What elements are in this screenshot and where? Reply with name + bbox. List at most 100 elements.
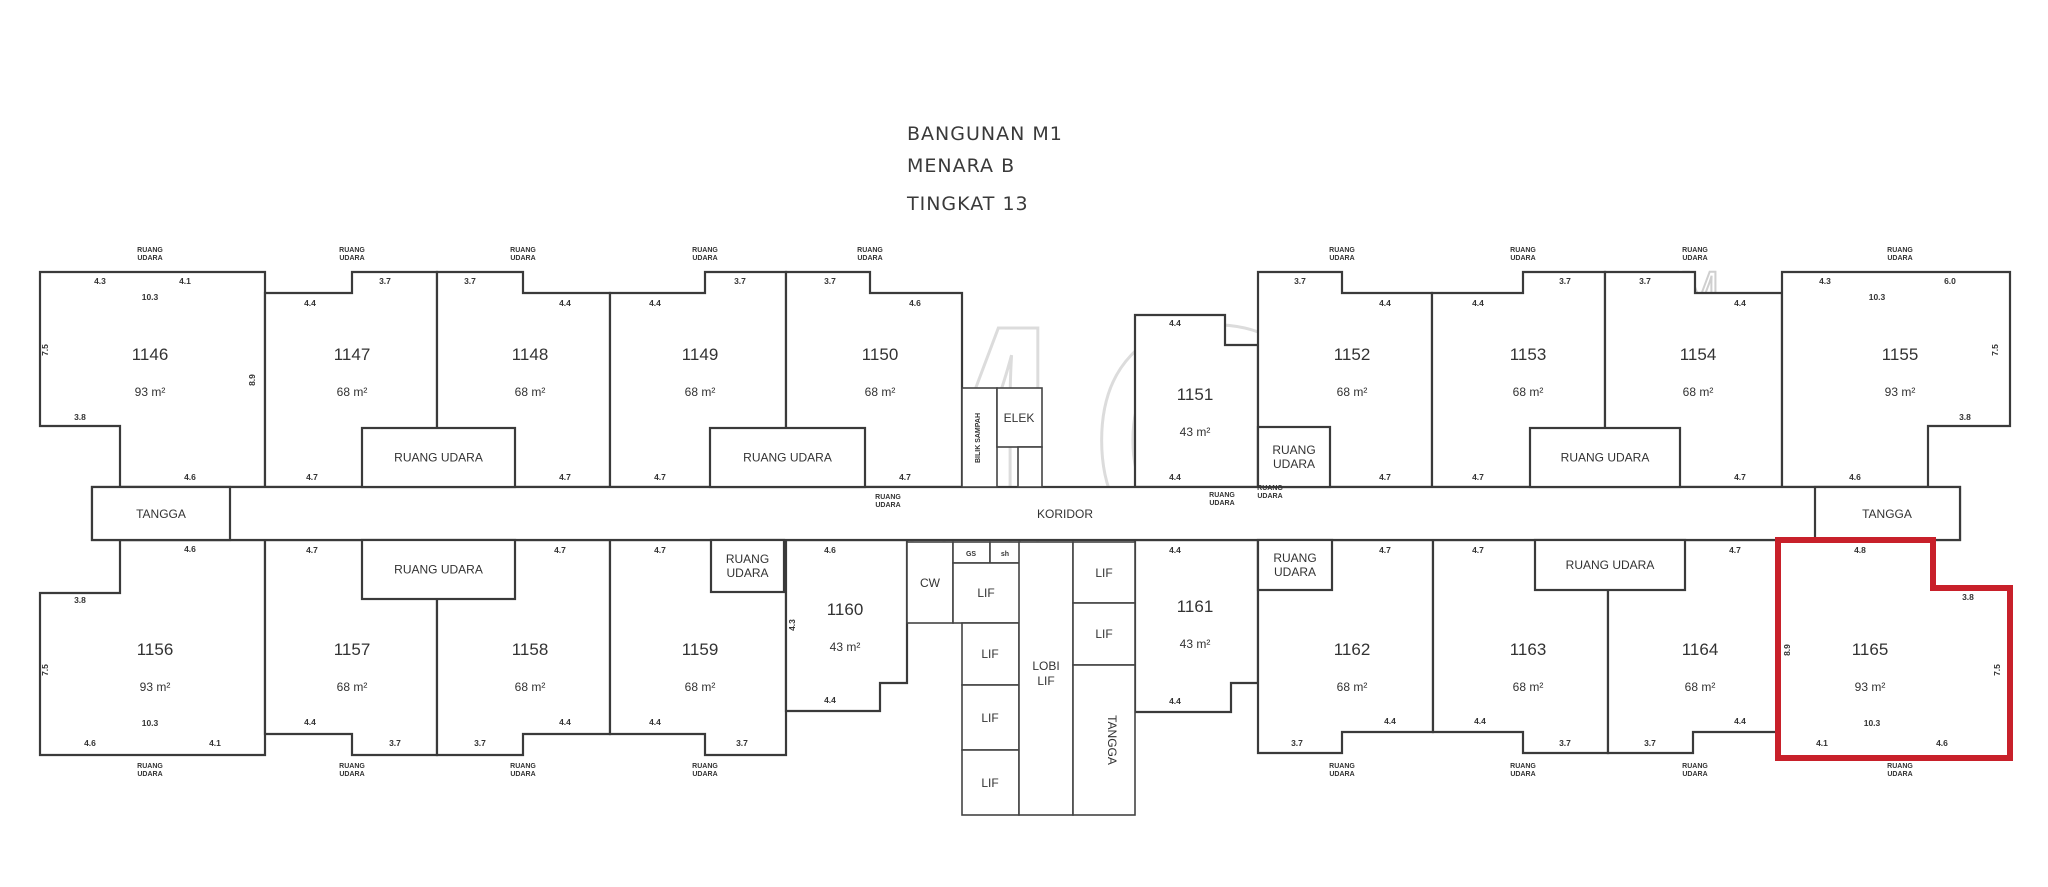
dimension-label: 6.0	[1944, 276, 1956, 286]
unit-outline[interactable]	[1780, 270, 2012, 489]
dimension-label: 4.4	[559, 298, 571, 308]
unit-area: 68 m²	[1683, 385, 1714, 399]
unit-1146[interactable]	[38, 270, 267, 489]
unit-1165[interactable]	[1776, 538, 2012, 760]
highlighted-unit-outline[interactable]	[1775, 537, 2013, 761]
unit-area: 68 m²	[1685, 680, 1716, 694]
air-space-marker: RUANG	[1329, 763, 1355, 770]
unit-number: 1162	[1334, 640, 1371, 659]
unit-1155[interactable]	[1780, 270, 2012, 489]
refuse-room	[961, 387, 998, 488]
dimension-label: 4.1	[179, 276, 191, 286]
dimension-label: 4.3	[787, 619, 797, 631]
dimension-label: 4.4	[559, 717, 571, 727]
dimension-label: 3.8	[1959, 412, 1971, 422]
air-space-marker: RUANG	[1887, 763, 1913, 770]
dimension-label: 4.7	[559, 472, 571, 482]
dimension-label: 4.7	[554, 545, 566, 555]
lift-label: LIF	[981, 647, 998, 661]
stair-left	[90, 485, 232, 542]
air-space-marker: RUANG	[692, 247, 718, 254]
air-space-box	[1528, 426, 1682, 489]
stair-left-label: TANGGA	[136, 507, 186, 521]
unit-number: 1154	[1680, 345, 1717, 364]
building-title: BANGUNAN M1	[907, 123, 1063, 145]
small-room-a-label: GS	[966, 551, 976, 558]
dimension-label: 4.7	[306, 545, 318, 555]
air-space-label: RUANG UDARA	[1561, 451, 1650, 465]
unit-outline[interactable]	[1776, 538, 2012, 760]
air-space-marker: RUANG	[1682, 763, 1708, 770]
air-space-marker: UDARA	[137, 771, 162, 778]
unit-outline[interactable]	[38, 270, 267, 489]
unit-area: 68 m²	[337, 385, 368, 399]
unit-area: 68 m²	[515, 680, 546, 694]
dimension-label: 4.6	[84, 738, 96, 748]
unit-number: 1155	[1882, 345, 1919, 364]
dimension-label: 4.7	[1472, 472, 1484, 482]
unit-area: 93 m²	[135, 385, 166, 399]
air-space-marker: RUANG	[1682, 247, 1708, 254]
unit-number: 1160	[827, 600, 864, 619]
highlight-layer	[1775, 537, 2013, 761]
dimension-label: 3.7	[824, 276, 836, 286]
air-space-marker: RUANG	[1329, 247, 1355, 254]
dimension-label: 4.4	[1379, 298, 1391, 308]
unit-number: 1149	[682, 345, 719, 364]
unit-area: 68 m²	[685, 385, 716, 399]
dimension-label: 4.1	[209, 738, 221, 748]
riser	[1017, 446, 1043, 488]
lift-label: LIF	[981, 711, 998, 725]
unit-1160[interactable]	[784, 538, 909, 713]
dimension-label: 3.7	[1559, 276, 1571, 286]
dimension-label: 4.4	[304, 717, 316, 727]
dimension-label: 4.4	[1384, 716, 1396, 726]
air-space-box	[360, 538, 517, 601]
unit-outline[interactable]	[784, 538, 909, 713]
dimension-label: 4.7	[1379, 472, 1391, 482]
dimension-label: 4.4	[1169, 318, 1181, 328]
air-space-marker: UDARA	[1887, 255, 1912, 262]
lift-lobby	[1018, 541, 1074, 816]
cw-label: CW	[920, 576, 941, 590]
air-space-marker: UDARA	[692, 771, 717, 778]
dimension-label: 3.7	[1639, 276, 1651, 286]
stair-core-label: TANGGA	[1105, 715, 1119, 765]
dimension-label: 3.7	[734, 276, 746, 286]
dimension-label: 4.4	[1169, 545, 1181, 555]
dimension-label: 4.4	[1734, 298, 1746, 308]
unit-1161[interactable]	[1133, 538, 1260, 714]
dimension-label: 3.7	[464, 276, 476, 286]
air-space-label: RUANG	[1273, 551, 1316, 565]
lift-lobby-label: LIF	[1037, 674, 1054, 688]
air-space-label: RUANG	[726, 552, 769, 566]
unit-number: 1163	[1510, 640, 1547, 659]
lift-label: LIF	[1095, 627, 1112, 641]
air-space-marker: RUANG	[1209, 492, 1235, 499]
dimension-label: 10.3	[1864, 718, 1881, 728]
unit-number: 1152	[1334, 345, 1371, 364]
air-space-marker: RUANG	[857, 247, 883, 254]
dimension-label: 10.3	[142, 292, 159, 302]
air-space-marker: UDARA	[339, 771, 364, 778]
air-space-marker: UDARA	[510, 771, 535, 778]
corridor-label: KORIDOR	[1037, 507, 1093, 521]
tower-title: MENARA B	[907, 155, 1015, 177]
dimension-label: 4.7	[1472, 545, 1484, 555]
air-space-label: UDARA	[726, 566, 768, 580]
air-space-marker: UDARA	[857, 255, 882, 262]
dimension-label: 4.7	[654, 472, 666, 482]
unit-outline[interactable]	[1133, 538, 1260, 714]
air-space-marker: UDARA	[692, 255, 717, 262]
air-space-box	[708, 426, 867, 489]
dimension-label: 7.5	[1990, 344, 2000, 356]
dimension-label: 4.4	[1734, 716, 1746, 726]
unit-number: 1165	[1852, 640, 1889, 659]
dimension-label: 4.6	[184, 472, 196, 482]
dimension-label: 3.8	[74, 412, 86, 422]
lift-label: LIF	[1095, 566, 1112, 580]
lift-lobby-label: LOBI	[1032, 659, 1059, 673]
refuse-room-label: BILIK SAMPAH	[975, 413, 982, 463]
air-space-box	[1533, 538, 1687, 592]
dimension-label: 4.4	[1474, 716, 1486, 726]
